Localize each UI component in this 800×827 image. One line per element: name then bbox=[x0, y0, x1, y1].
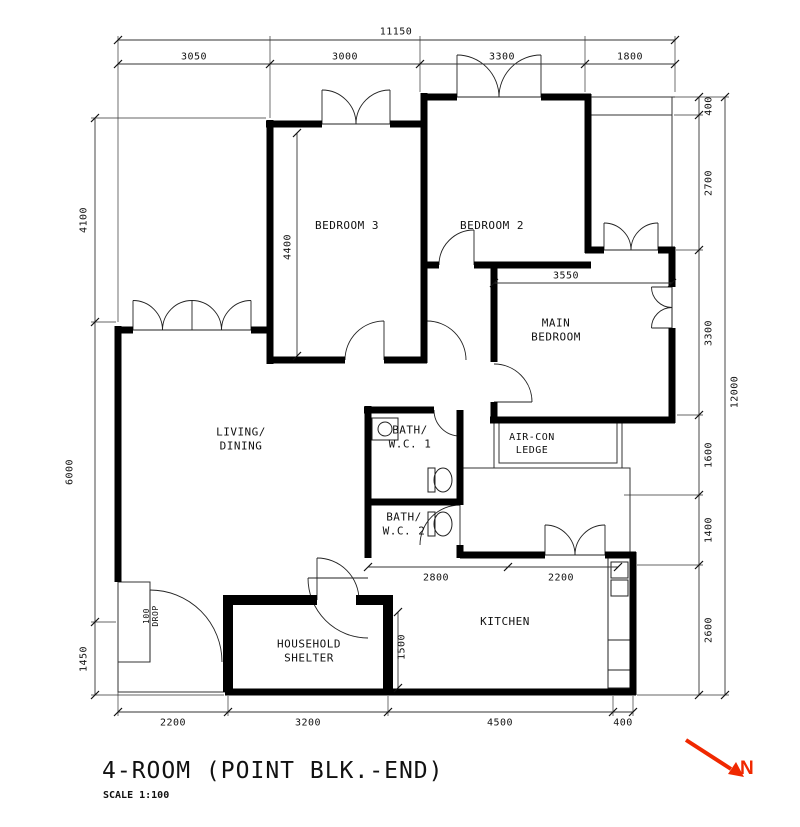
dim-top-3: 3300 bbox=[488, 51, 516, 63]
dim-left-1: 4100 bbox=[78, 206, 90, 234]
dim-left-3: 1450 bbox=[78, 645, 90, 673]
dimension-lines bbox=[94, 39, 726, 713]
dim-left-2: 6000 bbox=[64, 458, 76, 486]
dim-bottom-2: 3200 bbox=[294, 717, 322, 729]
dim-right-3: 3300 bbox=[703, 319, 715, 347]
room-label-aircon-ledge: AIR-CON LEDGE bbox=[509, 432, 555, 456]
toilet-icon-bath2 bbox=[427, 511, 453, 537]
walls-layer bbox=[114, 93, 676, 696]
toilet-icon-bath1 bbox=[427, 467, 453, 493]
dim-top-4: 1800 bbox=[616, 51, 644, 63]
dim-right-1: 400 bbox=[703, 96, 715, 116]
room-label-living-dining: LIVING/ DINING bbox=[216, 425, 266, 453]
north-label: N bbox=[740, 758, 754, 779]
dim-main-bedroom-width: 3550 bbox=[552, 270, 580, 282]
dim-overall-width: 11150 bbox=[379, 26, 413, 38]
dim-overall-height: 12000 bbox=[729, 375, 741, 409]
room-label-bedroom-3: BEDROOM 3 bbox=[314, 218, 380, 232]
dim-right-2: 2700 bbox=[703, 169, 715, 197]
dim-top-1: 3050 bbox=[180, 51, 208, 63]
kitchen-counter-sink bbox=[607, 557, 632, 689]
dim-top-2: 3000 bbox=[331, 51, 359, 63]
dim-right-4: 1600 bbox=[703, 441, 715, 469]
entrance-drop-label: 100 DROP bbox=[142, 605, 160, 627]
room-label-household-shelter: HOUSEHOLD SHELTER bbox=[276, 637, 342, 665]
room-label-main-bedroom: MAIN BEDROOM bbox=[531, 316, 581, 344]
room-label-kitchen: KITCHEN bbox=[480, 614, 530, 628]
north-arrow-icon bbox=[684, 738, 744, 777]
dim-kitchen-width-1: 2800 bbox=[422, 572, 450, 584]
shelter-walls bbox=[223, 595, 393, 692]
room-label-bath-2: BATH/ W.C. 2 bbox=[382, 510, 426, 538]
dim-bedroom3-depth: 4400 bbox=[282, 233, 294, 261]
dim-kitchen-width-2: 2200 bbox=[547, 572, 575, 584]
dim-right-5: 1400 bbox=[703, 516, 715, 544]
dim-bottom-4: 400 bbox=[613, 717, 633, 729]
scale-label: SCALE 1:100 bbox=[103, 790, 170, 801]
dim-bottom-1: 2200 bbox=[159, 717, 187, 729]
room-label-bath-1: BATH/ W.C. 1 bbox=[388, 423, 432, 451]
plan-title: 4-ROOM (POINT BLK.-END) bbox=[102, 758, 444, 784]
dim-right-6: 2600 bbox=[703, 616, 715, 644]
dimension-ticks bbox=[90, 35, 730, 717]
dim-shelter-depth: 1500 bbox=[396, 633, 408, 661]
room-label-bedroom-2: BEDROOM 2 bbox=[459, 218, 525, 232]
door-swings bbox=[149, 229, 533, 663]
basin-icon-bath1 bbox=[371, 417, 399, 441]
dim-bottom-3: 4500 bbox=[486, 717, 514, 729]
window-casement-arcs bbox=[132, 54, 673, 556]
